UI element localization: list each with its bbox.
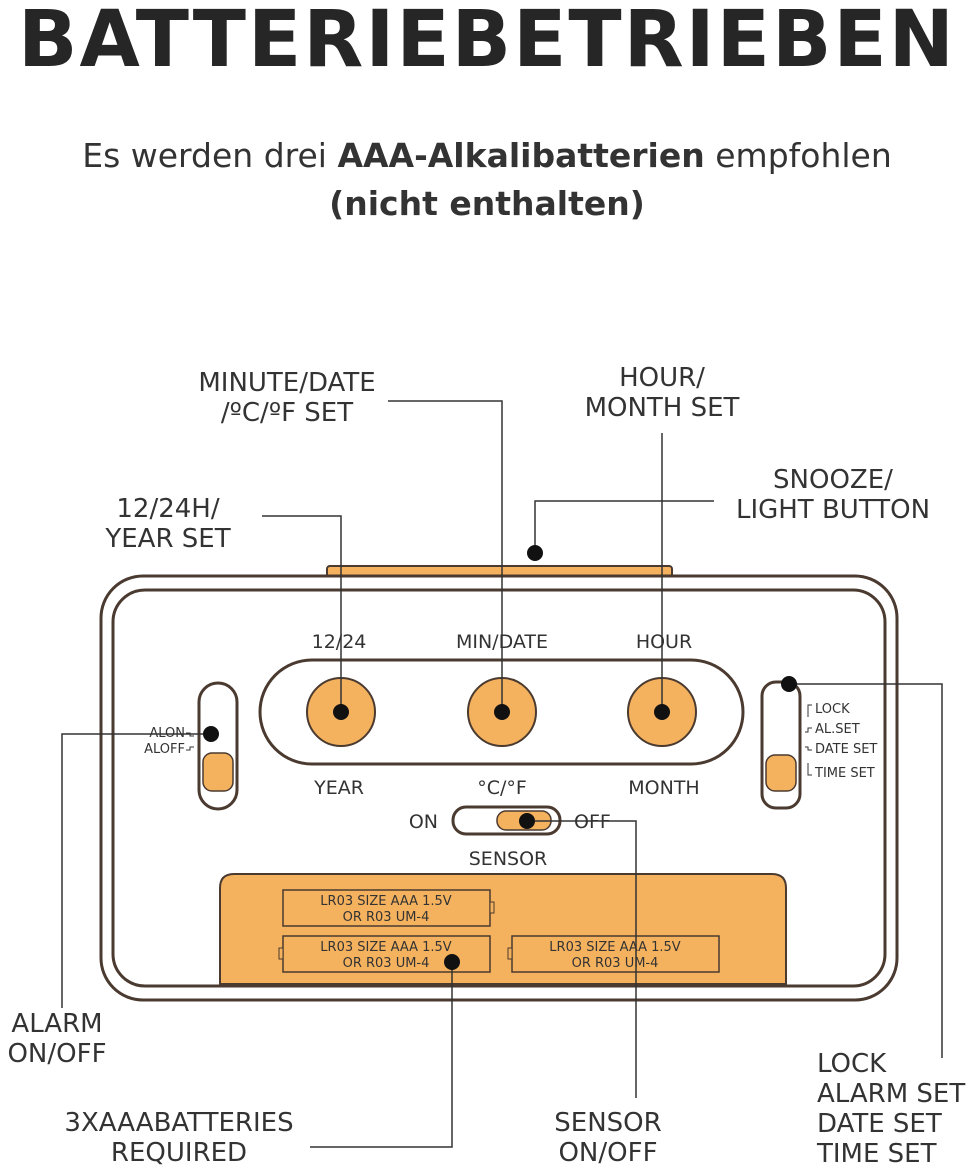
- callout-batteries-line-1: 3XAAABATTERIES: [64, 1108, 293, 1138]
- battery-3-line-1: LR03 SIZE AAA 1.5V: [549, 940, 680, 955]
- mode-switch-knob[interactable]: [765, 754, 797, 792]
- callout-sensor-line-2: ON/OFF: [558, 1138, 657, 1168]
- dot-sensor: [519, 813, 535, 829]
- subtitle-line-1: Es werden drei AAA-Alkalibatterien empfo…: [0, 132, 974, 180]
- callout-hour-month-line-1: HOUR/: [619, 363, 705, 393]
- callout-minute-date-line-1: MINUTE/DATE: [198, 368, 375, 398]
- callout-alarm-line-1: ALARM: [11, 1009, 102, 1039]
- subtitle: Es werden drei AAA-Alkalibatterien empfo…: [0, 132, 974, 228]
- sensor-off-label: OFF: [574, 811, 611, 833]
- battery-1-line-2: OR R03 UM-4: [343, 910, 430, 925]
- sensor-label: SENSOR: [469, 848, 548, 870]
- label-month: MONTH: [628, 777, 699, 799]
- callout-batteries-line-2: REQUIRED: [111, 1138, 247, 1168]
- dot-mode: [781, 676, 797, 692]
- mode-timeset-label: TIME SET: [814, 766, 875, 781]
- callout-snooze-line-2: LIGHT BUTTON: [736, 495, 930, 525]
- callout-lock-line-4: TIME SET: [816, 1139, 937, 1168]
- battery-2-line-2: OR R03 UM-4: [343, 956, 430, 971]
- label-12-24: 12/24: [312, 631, 367, 653]
- callout-lock-line-1: LOCK: [817, 1049, 887, 1079]
- mode-dateset-label: DATE SET: [815, 742, 877, 757]
- mode-alset-label: AL.SET: [815, 722, 860, 737]
- callout-lock-line-3: DATE SET: [817, 1109, 942, 1139]
- sensor-on-label: ON: [409, 811, 438, 833]
- subtitle-bold: AAA-Alkalibatterien: [337, 136, 705, 175]
- callout-12-24-line-2: YEAR SET: [104, 524, 230, 554]
- callout-alarm-line-2: ON/OFF: [7, 1039, 106, 1069]
- dot-alarm: [203, 726, 219, 742]
- battery-3: [511, 935, 720, 973]
- dot-min-date: [494, 704, 510, 720]
- mode-lock-label: LOCK: [815, 702, 850, 717]
- battery-2-line-1: LR03 SIZE AAA 1.5V: [320, 940, 451, 955]
- dot-snooze: [527, 545, 543, 561]
- label-hour: HOUR: [636, 631, 692, 653]
- subtitle-line-2: (nicht enthalten): [329, 184, 645, 223]
- callout-12-24-line-1: 12/24H/: [116, 494, 219, 524]
- alarm-switch-knob[interactable]: [202, 752, 234, 792]
- battery-1-line-1: LR03 SIZE AAA 1.5V: [320, 894, 451, 909]
- callout-minute-date-line-2: /ºC/ºF SET: [221, 398, 353, 428]
- subtitle-text-2: empfohlen: [704, 136, 892, 175]
- leader-lines: [61, 400, 943, 1148]
- battery-3-line-2: OR R03 UM-4: [572, 956, 659, 971]
- dot-12-24: [333, 704, 349, 720]
- callout-lock-line-2: ALARM SET: [817, 1079, 965, 1109]
- subtitle-text-1: Es werden drei: [82, 136, 338, 175]
- callout-snooze-line-1: SNOOZE/: [773, 465, 893, 495]
- dot-hour: [654, 704, 670, 720]
- alarm-off-label: ALOFF: [144, 742, 185, 757]
- dot-batteries: [444, 954, 460, 970]
- label-celsius-fahrenheit: °C/°F: [477, 777, 527, 799]
- page-title: BATTERIEBETRIEBEN: [18, 0, 956, 85]
- callout-sensor-line-1: SENSOR: [554, 1108, 661, 1138]
- callout-hour-month-line-2: MONTH SET: [585, 393, 740, 423]
- label-year: YEAR: [313, 777, 364, 799]
